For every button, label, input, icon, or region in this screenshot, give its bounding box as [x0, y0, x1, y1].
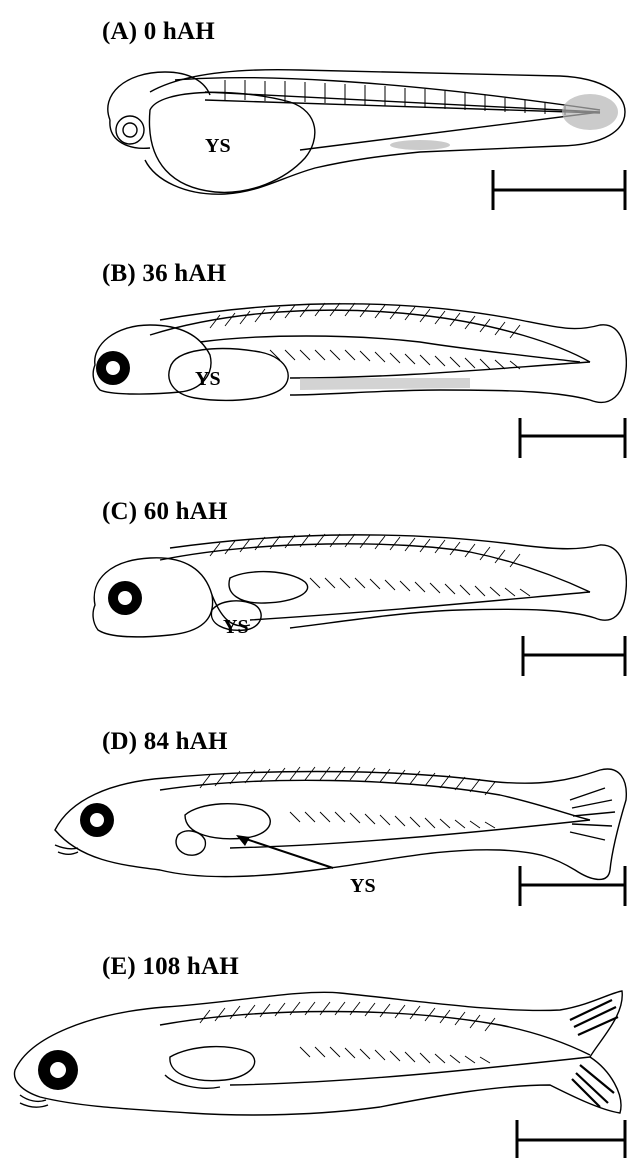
yolk-sac-label-b: YS	[195, 368, 221, 390]
scale-bar-b	[520, 418, 625, 458]
panel-d: (D) 84 hAH YS	[0, 720, 627, 935]
scale-bar-a	[493, 170, 625, 210]
panel-e: (E) 108 hAH	[0, 945, 627, 1160]
yolk-sac-a	[149, 92, 314, 192]
larva-drawing-d: YS	[0, 720, 627, 935]
panel-b: (B) 36 hAH YS	[0, 250, 627, 465]
yolk-sac-label-c: YS	[223, 616, 249, 638]
yolk-sac-label-a: YS	[205, 135, 231, 157]
larva-drawing-a: YS	[0, 0, 627, 225]
panel-a: (A) 0 hAH YS	[0, 0, 627, 225]
larva-drawing-b: YS	[0, 250, 627, 465]
larva-drawing-c: YS	[0, 490, 627, 700]
yolk-sac-b	[169, 349, 288, 401]
yolk-sac-arrow-d	[236, 835, 333, 868]
yolk-sac-label-d: YS	[350, 875, 376, 897]
panel-c: (C) 60 hAH YS	[0, 490, 627, 700]
larva-drawing-e	[0, 945, 627, 1160]
scale-bar-c	[523, 636, 625, 676]
yolk-sac-d	[176, 831, 205, 855]
scale-bar-e	[517, 1120, 625, 1158]
